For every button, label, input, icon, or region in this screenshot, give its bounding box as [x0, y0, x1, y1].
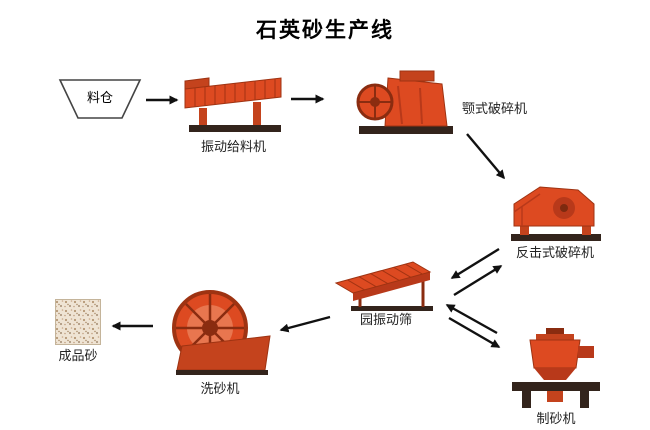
- vibrating-screen-image: [333, 259, 438, 314]
- jaw-crusher-image: [356, 66, 456, 136]
- impact-crusher-image: [506, 182, 606, 244]
- finished-sand-icon: [55, 299, 101, 345]
- arrow-sand-maker-to-screen: [445, 303, 498, 335]
- jaw-crusher-label: 颚式破碎机: [462, 102, 528, 117]
- sand-maker-image: [506, 326, 606, 410]
- silo-label: 料仓: [86, 90, 113, 106]
- vibrating-feeder-icon: [184, 77, 282, 132]
- sand-washer-label: 洗砂机: [200, 382, 240, 397]
- node-silo: 料仓: [58, 78, 142, 120]
- impact-crusher-label: 反击式破碎机: [515, 246, 594, 261]
- sand-washer-icon: [172, 290, 271, 375]
- arrow-impact-to-screen: [450, 247, 500, 280]
- feeder-label: 振动给料机: [200, 140, 266, 155]
- finished-sand-image: [55, 299, 101, 345]
- sand-maker-label: 制砂机: [536, 412, 576, 427]
- vibrating-screen-label: 园振动筛: [359, 313, 412, 328]
- impact-crusher-icon: [511, 186, 601, 241]
- arrow-jaw-to-impact-crusher: [466, 133, 505, 180]
- arrow-screen-to-washer: [279, 315, 331, 333]
- sand-washer-image: [168, 286, 273, 378]
- finished-sand-label: 成品砂: [58, 349, 98, 364]
- vibrating-screen-icon: [334, 261, 433, 311]
- silo-hopper-icon: [58, 79, 142, 119]
- arrow-screen-to-sand-maker: [448, 316, 501, 349]
- sand-maker-icon: [512, 328, 600, 408]
- page-title: 石英砂生产线: [256, 18, 394, 42]
- jaw-crusher-icon: [356, 70, 453, 134]
- arrow-screen-to-impact: [453, 264, 503, 297]
- vibrating-feeder-image: [181, 73, 286, 135]
